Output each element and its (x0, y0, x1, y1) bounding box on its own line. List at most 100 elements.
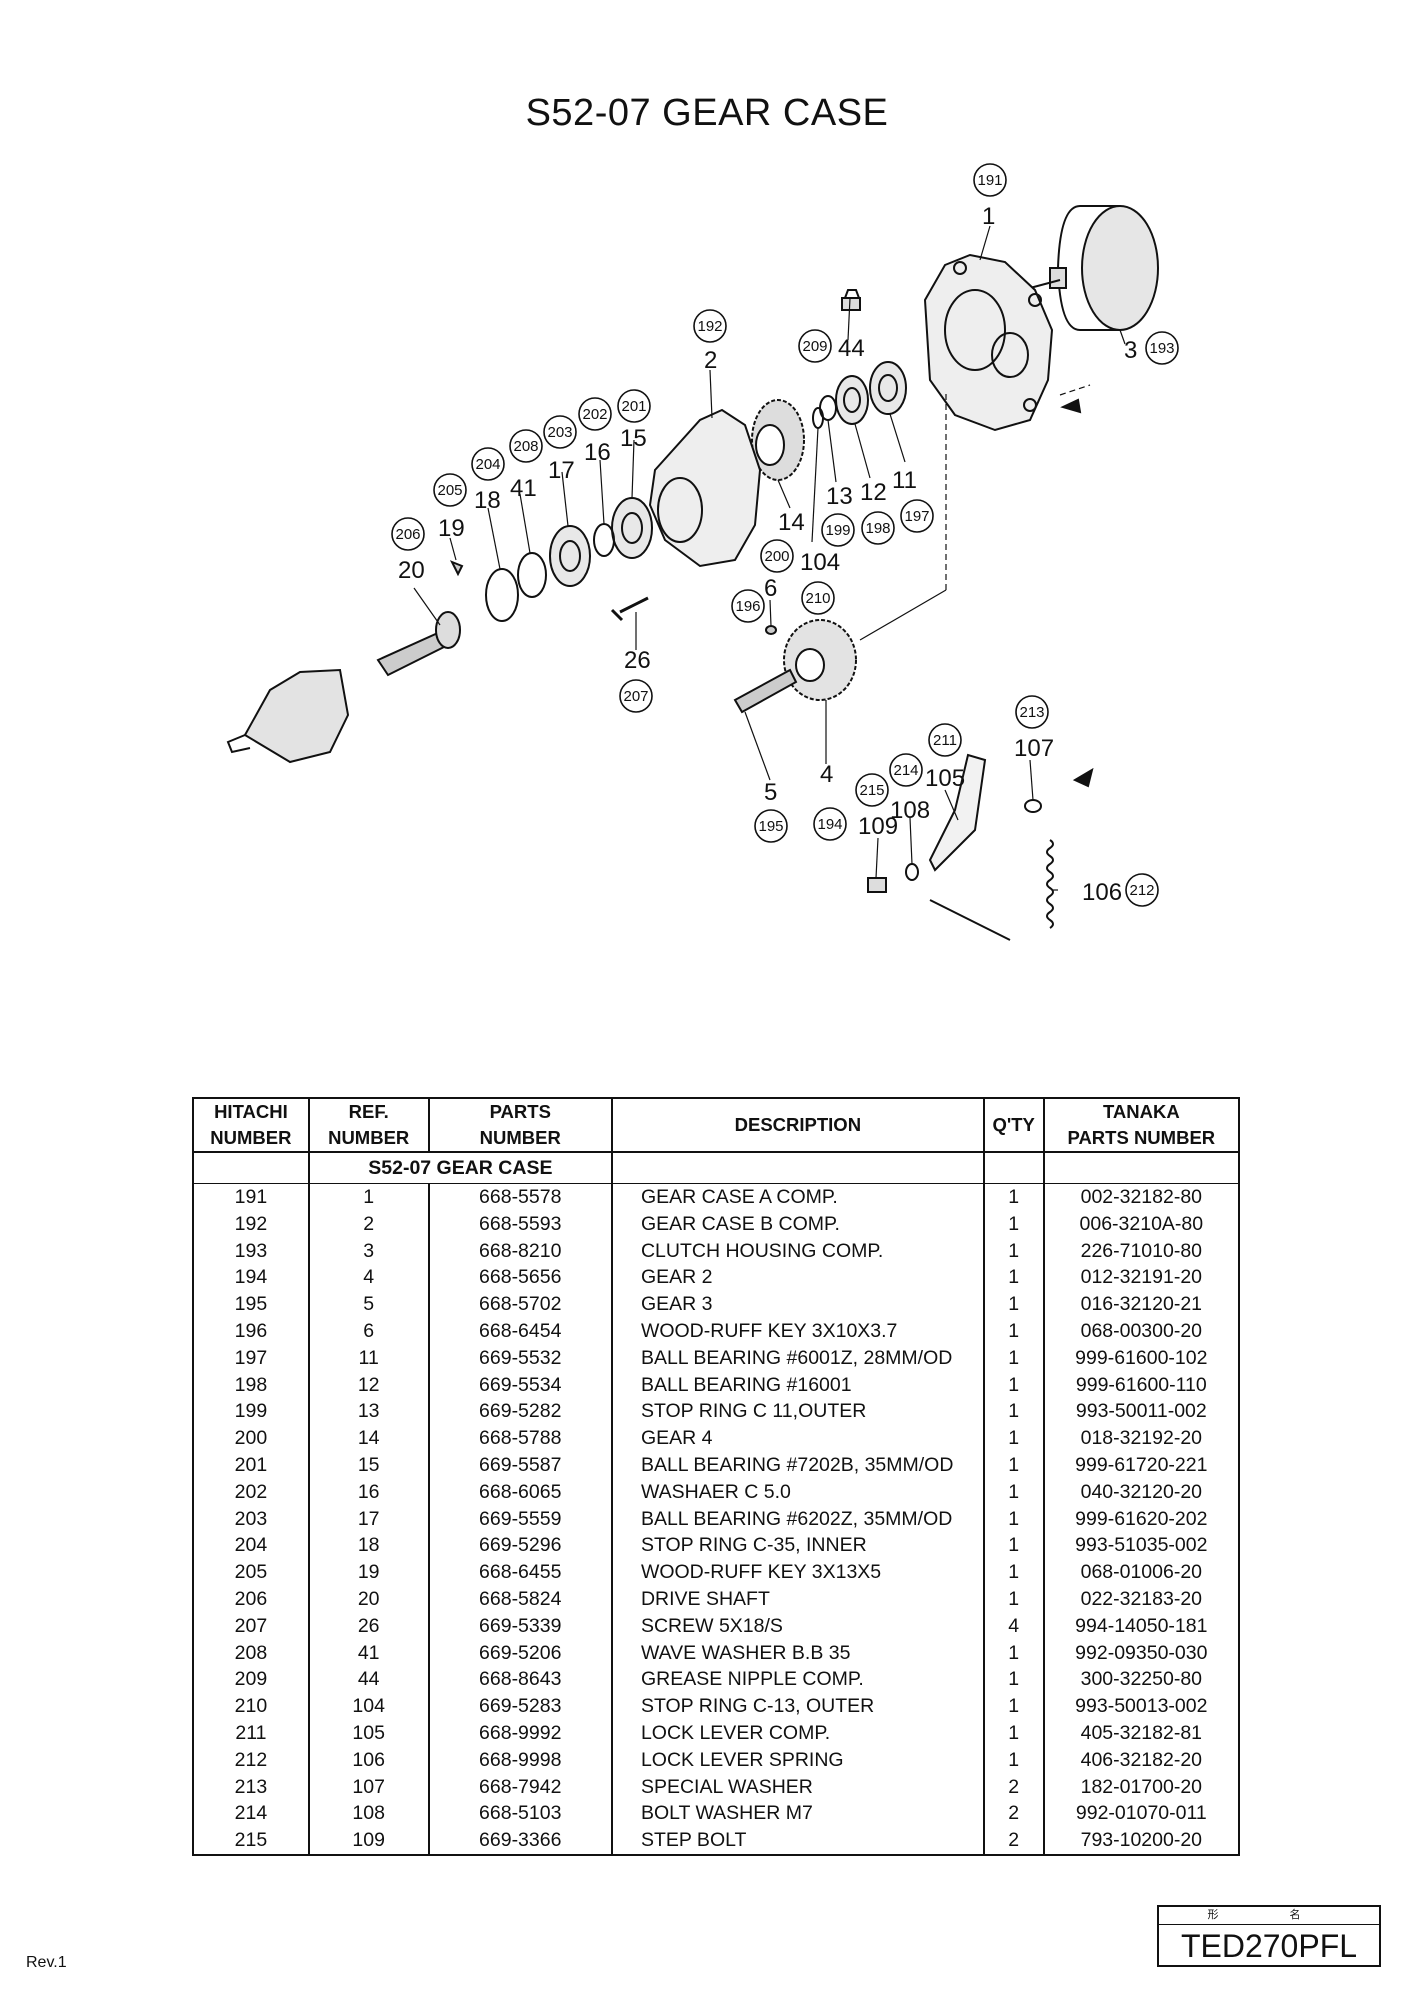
hitachi-number-cell: 203 (192, 1505, 310, 1533)
description-cell: GEAR 3 (610, 1291, 985, 1318)
ref-number-cell: 18 (307, 1532, 430, 1560)
parts-number-cell: 668-5103 (427, 1800, 613, 1828)
cat-label-203: 203 (547, 424, 572, 441)
parts-number-cell: 668-5824 (427, 1585, 613, 1613)
description-cell: GEAR CASE B COMP. (610, 1210, 985, 1238)
hitachi-number-cell: 201 (192, 1451, 310, 1479)
quantity-cell: 1 (982, 1505, 1045, 1533)
ref-number-cell: 12 (307, 1371, 430, 1399)
ref-label-105: 105 (925, 765, 965, 792)
ref-label-108: 108 (890, 797, 930, 824)
tanaka-number-cell: 999-61600-110 (1042, 1371, 1241, 1399)
header-qty: Q'TY (982, 1097, 1045, 1153)
hitachi-number-cell: 208 (192, 1639, 310, 1667)
page-title: S52-07 GEAR CASE (525, 92, 889, 134)
quantity-cell: 1 (982, 1666, 1045, 1694)
description-cell: BALL BEARING #7202B, 35MM/OD (610, 1451, 985, 1479)
quantity-cell: 1 (982, 1693, 1045, 1720)
hitachi-number-cell: 209 (192, 1666, 310, 1694)
cat-label-210: 210 (805, 590, 830, 607)
ref-number-cell: 108 (307, 1800, 430, 1828)
model-box-label: 形 名 (1159, 1907, 1379, 1925)
quantity-cell: 1 (982, 1264, 1045, 1292)
description-cell: STOP RING C 11,OUTER (610, 1398, 985, 1426)
ref-number-cell: 109 (307, 1827, 430, 1856)
section-label: S52-07 GEAR CASE (307, 1152, 613, 1184)
description-cell: GEAR CASE A COMP. (610, 1183, 985, 1211)
ref-number-cell: 13 (307, 1398, 430, 1426)
ref-label-26: 26 (624, 647, 651, 674)
ref-label-3: 3 (1124, 337, 1137, 364)
tanaka-number-cell: 999-61720-221 (1042, 1451, 1241, 1479)
parts-number-cell: 669-5206 (427, 1639, 613, 1667)
quantity-cell: 1 (982, 1639, 1045, 1667)
parts-number-cell: 669-5282 (427, 1398, 613, 1426)
cat-label-212: 212 (1129, 882, 1154, 899)
quantity-cell: 1 (982, 1398, 1045, 1426)
parts-number-cell: 668-6454 (427, 1317, 613, 1345)
ref-number-cell: 41 (307, 1639, 430, 1667)
cat-label-215: 215 (859, 782, 884, 799)
ref-number-cell: 1 (307, 1183, 430, 1211)
model-number: TED270PFL (1180, 1928, 1358, 1964)
ref-number-cell: 19 (307, 1559, 430, 1586)
quantity-cell: 1 (982, 1183, 1045, 1211)
tanaka-number-cell: 993-51035-002 (1042, 1532, 1241, 1560)
quantity-cell: 1 (982, 1291, 1045, 1318)
description-cell: BALL BEARING #6202Z, 35MM/OD (610, 1505, 985, 1533)
description-cell: LOCK LEVER SPRING (610, 1746, 985, 1774)
parts-number-cell: 668-9998 (427, 1746, 613, 1774)
quantity-cell: 1 (982, 1559, 1045, 1586)
cat-label-192: 192 (697, 318, 722, 335)
description-cell: WAVE WASHER B.B 35 (610, 1639, 985, 1667)
quantity-cell: 1 (982, 1317, 1045, 1345)
gear-case-a-drawing (923, 253, 1054, 432)
hitachi-number-cell: 211 (192, 1719, 310, 1747)
quantity-cell: 1 (982, 1371, 1045, 1399)
header-tanaka: TANAKA (1042, 1097, 1241, 1125)
parts-number-cell: 669-5534 (427, 1371, 613, 1399)
ref-label-104: 104 (800, 549, 840, 576)
quantity-cell: 1 (982, 1719, 1045, 1747)
hitachi-number-cell: 199 (192, 1398, 310, 1426)
parts-number-cell: 668-5702 (427, 1291, 613, 1318)
ref-label-14: 14 (778, 509, 805, 536)
quantity-cell: 1 (982, 1210, 1045, 1238)
hitachi-number-cell: 207 (192, 1612, 310, 1640)
quantity-cell: 1 (982, 1532, 1045, 1560)
parts-number-cell: 668-5578 (427, 1183, 613, 1211)
ref-number-cell: 3 (307, 1237, 430, 1265)
ref-number-cell: 15 (307, 1451, 430, 1479)
tanaka-number-cell: 068-00300-20 (1042, 1317, 1241, 1345)
ref-label-13: 13 (826, 483, 853, 510)
ref-number-cell: 26 (307, 1612, 430, 1640)
ref-label-18: 18 (474, 487, 501, 514)
cat-label-214: 214 (893, 762, 918, 779)
hitachi-number-cell: 196 (192, 1317, 310, 1345)
ref-number-cell: 4 (307, 1264, 430, 1292)
ref-number-cell: 16 (307, 1478, 430, 1506)
header-parts-number: NUMBER (427, 1125, 613, 1153)
cat-label-200: 200 (764, 548, 789, 565)
header-hitachi: HITACHI (192, 1097, 310, 1125)
ref-number-cell: 14 (307, 1425, 430, 1452)
ref-label-6: 6 (764, 575, 777, 602)
ref-number-cell: 17 (307, 1505, 430, 1533)
tanaka-number-cell: 002-32182-80 (1042, 1183, 1241, 1211)
grease-nipple-drawing (841, 289, 861, 311)
quantity-cell: 1 (982, 1451, 1045, 1479)
tanaka-number-cell: 182-01700-20 (1042, 1773, 1241, 1801)
parts-number-cell: 669-5587 (427, 1451, 613, 1479)
parts-number-cell: 668-8210 (427, 1237, 613, 1265)
description-cell: GREASE NIPPLE COMP. (610, 1666, 985, 1694)
description-cell: GEAR 2 (610, 1264, 985, 1292)
ref-label-44: 44 (838, 335, 865, 362)
tanaka-number-cell: 068-01006-20 (1042, 1559, 1241, 1586)
tanaka-number-cell: 006-3210A-80 (1042, 1210, 1241, 1238)
